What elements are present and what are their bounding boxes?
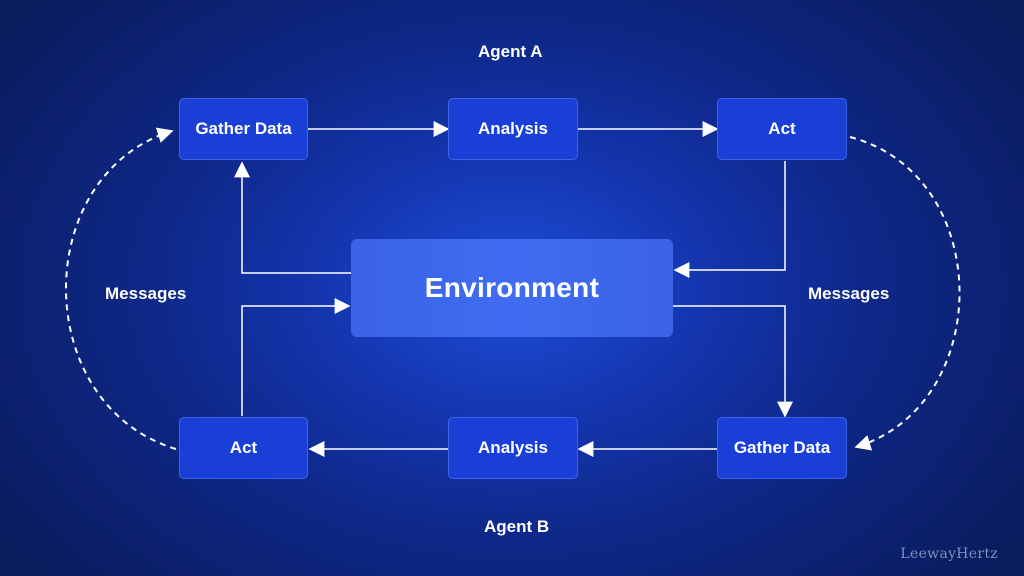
- agent-b-act-node: Act: [179, 417, 308, 479]
- environment-node: Environment: [351, 239, 673, 337]
- arrow-a-act-to-environment: [673, 161, 786, 278]
- arrow-environment-to-a-gather: [234, 161, 351, 274]
- leewayhertz-watermark: LeewayHertz: [900, 546, 998, 562]
- messages-arc-left: [65, 127, 177, 450]
- arrow-b-act-to-environment: [241, 298, 351, 416]
- messages-label-left: Messages: [105, 284, 187, 303]
- arrow-environment-to-b-gather: [673, 305, 793, 418]
- agent-b-title: Agent B: [484, 517, 550, 536]
- agent-a-analysis-node: Analysis: [448, 98, 578, 160]
- messages-arc-right: [849, 136, 961, 451]
- agent-a-act-node: Act: [717, 98, 847, 160]
- messages-label-right: Messages: [808, 284, 890, 303]
- agent-a-title: Agent A: [478, 42, 543, 61]
- agent-b-analysis-node: Analysis: [448, 417, 578, 479]
- agent-a-gather-data-node: Gather Data: [179, 98, 308, 160]
- agent-b-gather-data-node: Gather Data: [717, 417, 847, 479]
